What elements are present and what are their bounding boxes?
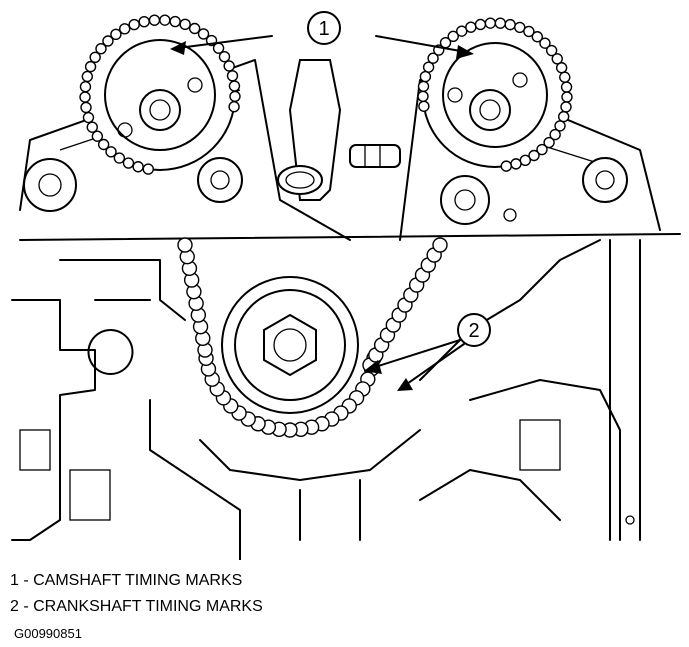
left-cam-chain xyxy=(79,14,241,175)
chain-link xyxy=(80,101,92,114)
chain-link xyxy=(142,163,154,175)
chain-link xyxy=(148,14,161,26)
chain-link xyxy=(159,14,171,26)
chain-link xyxy=(536,143,548,156)
chain-link xyxy=(417,90,429,103)
callout-2-arrowhead-b xyxy=(397,378,413,391)
chain-link xyxy=(531,31,544,43)
chain-link xyxy=(484,17,497,29)
chain-link xyxy=(179,18,191,31)
chain-link xyxy=(177,237,193,253)
right-cam-chain xyxy=(417,17,573,172)
chain-link xyxy=(229,90,241,103)
idler-pulleys xyxy=(23,157,628,225)
chain-link xyxy=(523,25,535,38)
chain-link xyxy=(456,25,468,37)
chain-link xyxy=(110,28,122,41)
chain-link xyxy=(128,18,140,31)
chain-link xyxy=(226,70,239,82)
chain-link xyxy=(419,70,432,83)
chain-link xyxy=(557,110,570,123)
callout-2-label: 2 xyxy=(468,320,479,342)
chain-link xyxy=(105,146,117,158)
callout-1-label: 1 xyxy=(318,18,329,40)
chain-link xyxy=(95,43,107,55)
callout-1-arrowhead-right xyxy=(456,45,474,59)
chain-link xyxy=(510,158,522,170)
chain-link xyxy=(559,71,571,83)
chain-link xyxy=(89,51,101,64)
chain-link xyxy=(223,60,235,72)
chain-link xyxy=(102,35,114,47)
figure-id: G00990851 xyxy=(14,626,82,641)
right-camshaft-sprocket xyxy=(422,22,568,168)
chain-link xyxy=(417,80,430,93)
chain-link xyxy=(545,44,558,57)
chain-link xyxy=(79,81,92,93)
engine-block xyxy=(11,239,641,560)
callout-2-arrow-b xyxy=(403,343,465,387)
chain-link xyxy=(543,136,555,149)
chain-link xyxy=(554,120,566,132)
chain-link xyxy=(494,17,507,29)
legend-item-2: 2 - CRANKSHAFT TIMING MARKS xyxy=(10,598,263,615)
chain-link xyxy=(228,80,241,92)
chain-link xyxy=(555,62,568,74)
chain-link xyxy=(197,28,210,40)
callout-2-arrow-a xyxy=(371,339,461,369)
chain-link xyxy=(560,81,573,93)
chain-link xyxy=(432,237,448,253)
chain-link xyxy=(539,37,551,49)
callout-1-arrow-right xyxy=(375,35,467,53)
chain-link xyxy=(79,91,91,103)
chain-link xyxy=(138,15,150,28)
chain-link xyxy=(82,111,95,124)
chain-link xyxy=(188,22,201,35)
engine-timing-diagram: 1 2 xyxy=(11,11,681,560)
chain-link xyxy=(551,53,563,65)
chain-link xyxy=(561,91,573,103)
legend-item-1: 1 - CAMSHAFT TIMING MARKS xyxy=(10,572,243,589)
chain-link xyxy=(91,130,104,142)
chain-link xyxy=(422,61,435,73)
chain-link xyxy=(97,138,110,151)
chain-link xyxy=(119,23,131,35)
chain-link xyxy=(418,100,430,112)
callout-2: 2 xyxy=(364,313,491,391)
chain-link xyxy=(504,18,516,31)
legend: 1 - CAMSHAFT TIMING MARKS 2 - CRANKSHAFT… xyxy=(10,568,263,620)
chain-link xyxy=(500,160,512,172)
chain-link xyxy=(122,157,135,169)
chain-link xyxy=(474,18,487,31)
chain-link xyxy=(560,101,572,113)
chain-link xyxy=(549,128,561,141)
chain-link xyxy=(84,60,97,73)
callout-1-arrowhead-left xyxy=(170,41,186,55)
callout-1-arrow-left xyxy=(177,35,273,49)
chain-link xyxy=(528,149,540,162)
chain-link xyxy=(86,121,98,133)
chain-link xyxy=(447,30,459,43)
chain-link xyxy=(132,161,144,173)
chain-link xyxy=(169,15,181,28)
chain-link xyxy=(519,154,531,167)
chain-link xyxy=(81,70,94,83)
chain-link xyxy=(514,21,526,34)
callout-1: 1 xyxy=(170,11,474,59)
chain-link xyxy=(465,21,477,33)
chain-link xyxy=(113,152,126,164)
chain-link xyxy=(427,52,439,64)
callout-2-arrowhead-a xyxy=(364,360,382,374)
chain-link xyxy=(228,101,240,113)
chain-link xyxy=(218,51,231,63)
crankshaft-sprocket xyxy=(221,276,359,414)
